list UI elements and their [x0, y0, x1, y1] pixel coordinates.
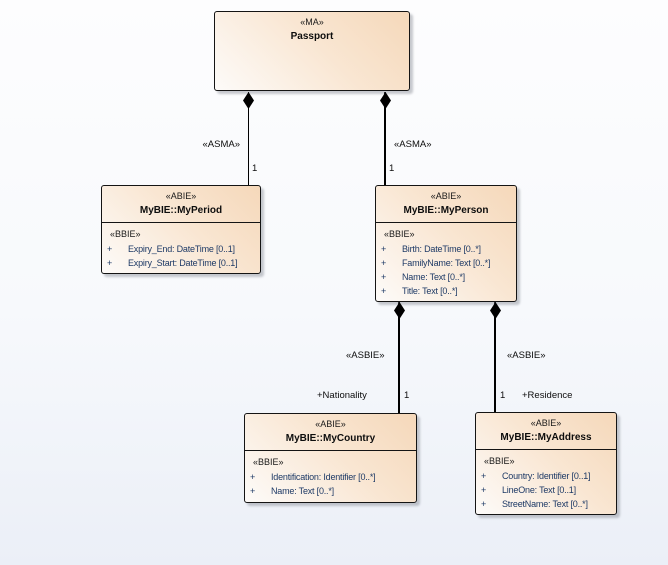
attribute-row: + Expiry_End: DateTime [0..1]: [102, 242, 260, 256]
attributes-stereotype: «BBIE»: [253, 457, 284, 467]
class-passport[interactable]: «MA» Passport: [214, 11, 410, 91]
attribute-text: StreetName: Text [0..*]: [502, 499, 588, 509]
class-name: MyBIE::MyPeriod: [139, 205, 223, 216]
attribute-text: Name: Text [0..*]: [402, 272, 465, 282]
multiplicity-label: 1: [404, 390, 410, 401]
multiplicity-label: 1: [500, 390, 506, 401]
composition-diamond-icon: [380, 92, 391, 109]
attributes-stereotype: «BBIE»: [384, 229, 415, 239]
class-header: «MA» Passport: [215, 12, 409, 44]
class-stereotype: «ABIE»: [430, 191, 462, 201]
composition-diamond-icon: [394, 302, 405, 319]
class-header: «ABIE» MyBIE::MyAddress: [476, 413, 616, 450]
class-mybie-mycountry[interactable]: «ABIE» MyBIE::MyCountry «BBIE» + Identif…: [244, 413, 417, 503]
attribute-row: + Country: Identifier [0..1]: [476, 469, 616, 483]
class-mybie-myperiod[interactable]: «ABIE» MyBIE::MyPeriod «BBIE» + Expiry_E…: [101, 185, 261, 274]
visibility-symbol: +: [381, 244, 387, 254]
attribute-text: Expiry_Start: DateTime [0..1]: [128, 258, 238, 268]
attribute-text: Country: Identifier [0..1]: [502, 471, 591, 481]
class-header: «ABIE» MyBIE::MyPerson: [376, 186, 516, 223]
attribute-row: + Title: Text [0..*]: [376, 284, 516, 298]
attribute-text: Name: Text [0..*]: [271, 486, 334, 496]
visibility-symbol: +: [481, 499, 487, 509]
attributes-compartment: «BBIE» + Country: Identifier [0..1] + Li…: [476, 450, 616, 511]
attribute-row: + Name: Text [0..*]: [245, 484, 416, 498]
visibility-symbol: +: [107, 244, 113, 254]
role-label: +Nationality: [317, 390, 367, 401]
attribute-text: Expiry_End: DateTime [0..1]: [128, 244, 235, 254]
attributes-stereotype: «BBIE»: [484, 456, 515, 466]
connector-line-passport-myperson[interactable]: [384, 92, 386, 185]
attribute-text: LineOne: Text [0..1]: [502, 485, 576, 495]
class-name: MyBIE::MyAddress: [500, 432, 592, 443]
class-header: «ABIE» MyBIE::MyCountry: [245, 414, 416, 451]
composition-diamond-icon: [490, 302, 501, 319]
attribute-text: FamilyName: Text [0..*]: [402, 258, 491, 268]
multiplicity-label: 1: [252, 163, 258, 174]
attribute-text: Birth: DateTime [0..*]: [402, 244, 481, 254]
class-name: MyBIE::MyPerson: [403, 205, 489, 216]
composition-diamond-icon: [243, 92, 254, 109]
connector-line-myperson-myaddress[interactable]: [494, 302, 496, 412]
class-header: «ABIE» MyBIE::MyPeriod: [102, 186, 260, 223]
class-name: Passport: [290, 31, 334, 42]
connector-stereotype-label: «ASMA»: [202, 139, 241, 150]
visibility-symbol: +: [107, 258, 113, 268]
role-label: +Residence: [522, 390, 573, 401]
attributes-compartment: «BBIE» + Identification: Identifier [0..…: [245, 451, 416, 498]
attribute-row: + Birth: DateTime [0..*]: [376, 242, 516, 256]
connector-stereotype-label: «ASBIE»: [346, 350, 385, 361]
class-stereotype: «ABIE»: [315, 419, 346, 429]
attribute-row: + FamilyName: Text [0..*]: [376, 256, 516, 270]
visibility-symbol: +: [481, 471, 487, 481]
connector-stereotype-label: «ASMA»: [394, 139, 432, 150]
attribute-text: Identification: Identifier [0..*]: [271, 472, 376, 482]
visibility-symbol: +: [481, 485, 487, 495]
connector-stereotype-label: «ASBIE»: [507, 350, 546, 361]
visibility-symbol: +: [381, 272, 387, 282]
attribute-row: + StreetName: Text [0..*]: [476, 497, 616, 511]
connector-line-myperson-mycountry[interactable]: [398, 302, 400, 413]
attribute-text: Title: Text [0..*]: [402, 286, 458, 296]
class-stereotype: «ABIE»: [530, 418, 562, 428]
attributes-compartment: «BBIE» + Birth: DateTime [0..*] + Family…: [376, 223, 516, 298]
attributes-compartment: «BBIE» + Expiry_End: DateTime [0..1] + E…: [102, 223, 260, 270]
visibility-symbol: +: [250, 486, 256, 496]
attributes-stereotype: «BBIE»: [110, 229, 141, 239]
class-mybie-myaddress[interactable]: «ABIE» MyBIE::MyAddress «BBIE» + Country…: [475, 412, 617, 515]
attribute-row: + Expiry_Start: DateTime [0..1]: [102, 256, 260, 270]
connector-line-passport-myperiod[interactable]: [247, 92, 249, 185]
class-mybie-myperson[interactable]: «ABIE» MyBIE::MyPerson «BBIE» + Birth: D…: [375, 185, 517, 302]
class-name: MyBIE::MyCountry: [285, 433, 376, 444]
attribute-row: + LineOne: Text [0..1]: [476, 483, 616, 497]
attribute-row: + Identification: Identifier [0..*]: [245, 470, 416, 484]
class-stereotype: «MA»: [300, 17, 324, 27]
class-stereotype: «ABIE»: [165, 191, 197, 201]
visibility-symbol: +: [250, 472, 256, 482]
visibility-symbol: +: [381, 258, 387, 268]
visibility-symbol: +: [381, 286, 387, 296]
attribute-row: + Name: Text [0..*]: [376, 270, 516, 284]
multiplicity-label: 1: [389, 163, 395, 174]
